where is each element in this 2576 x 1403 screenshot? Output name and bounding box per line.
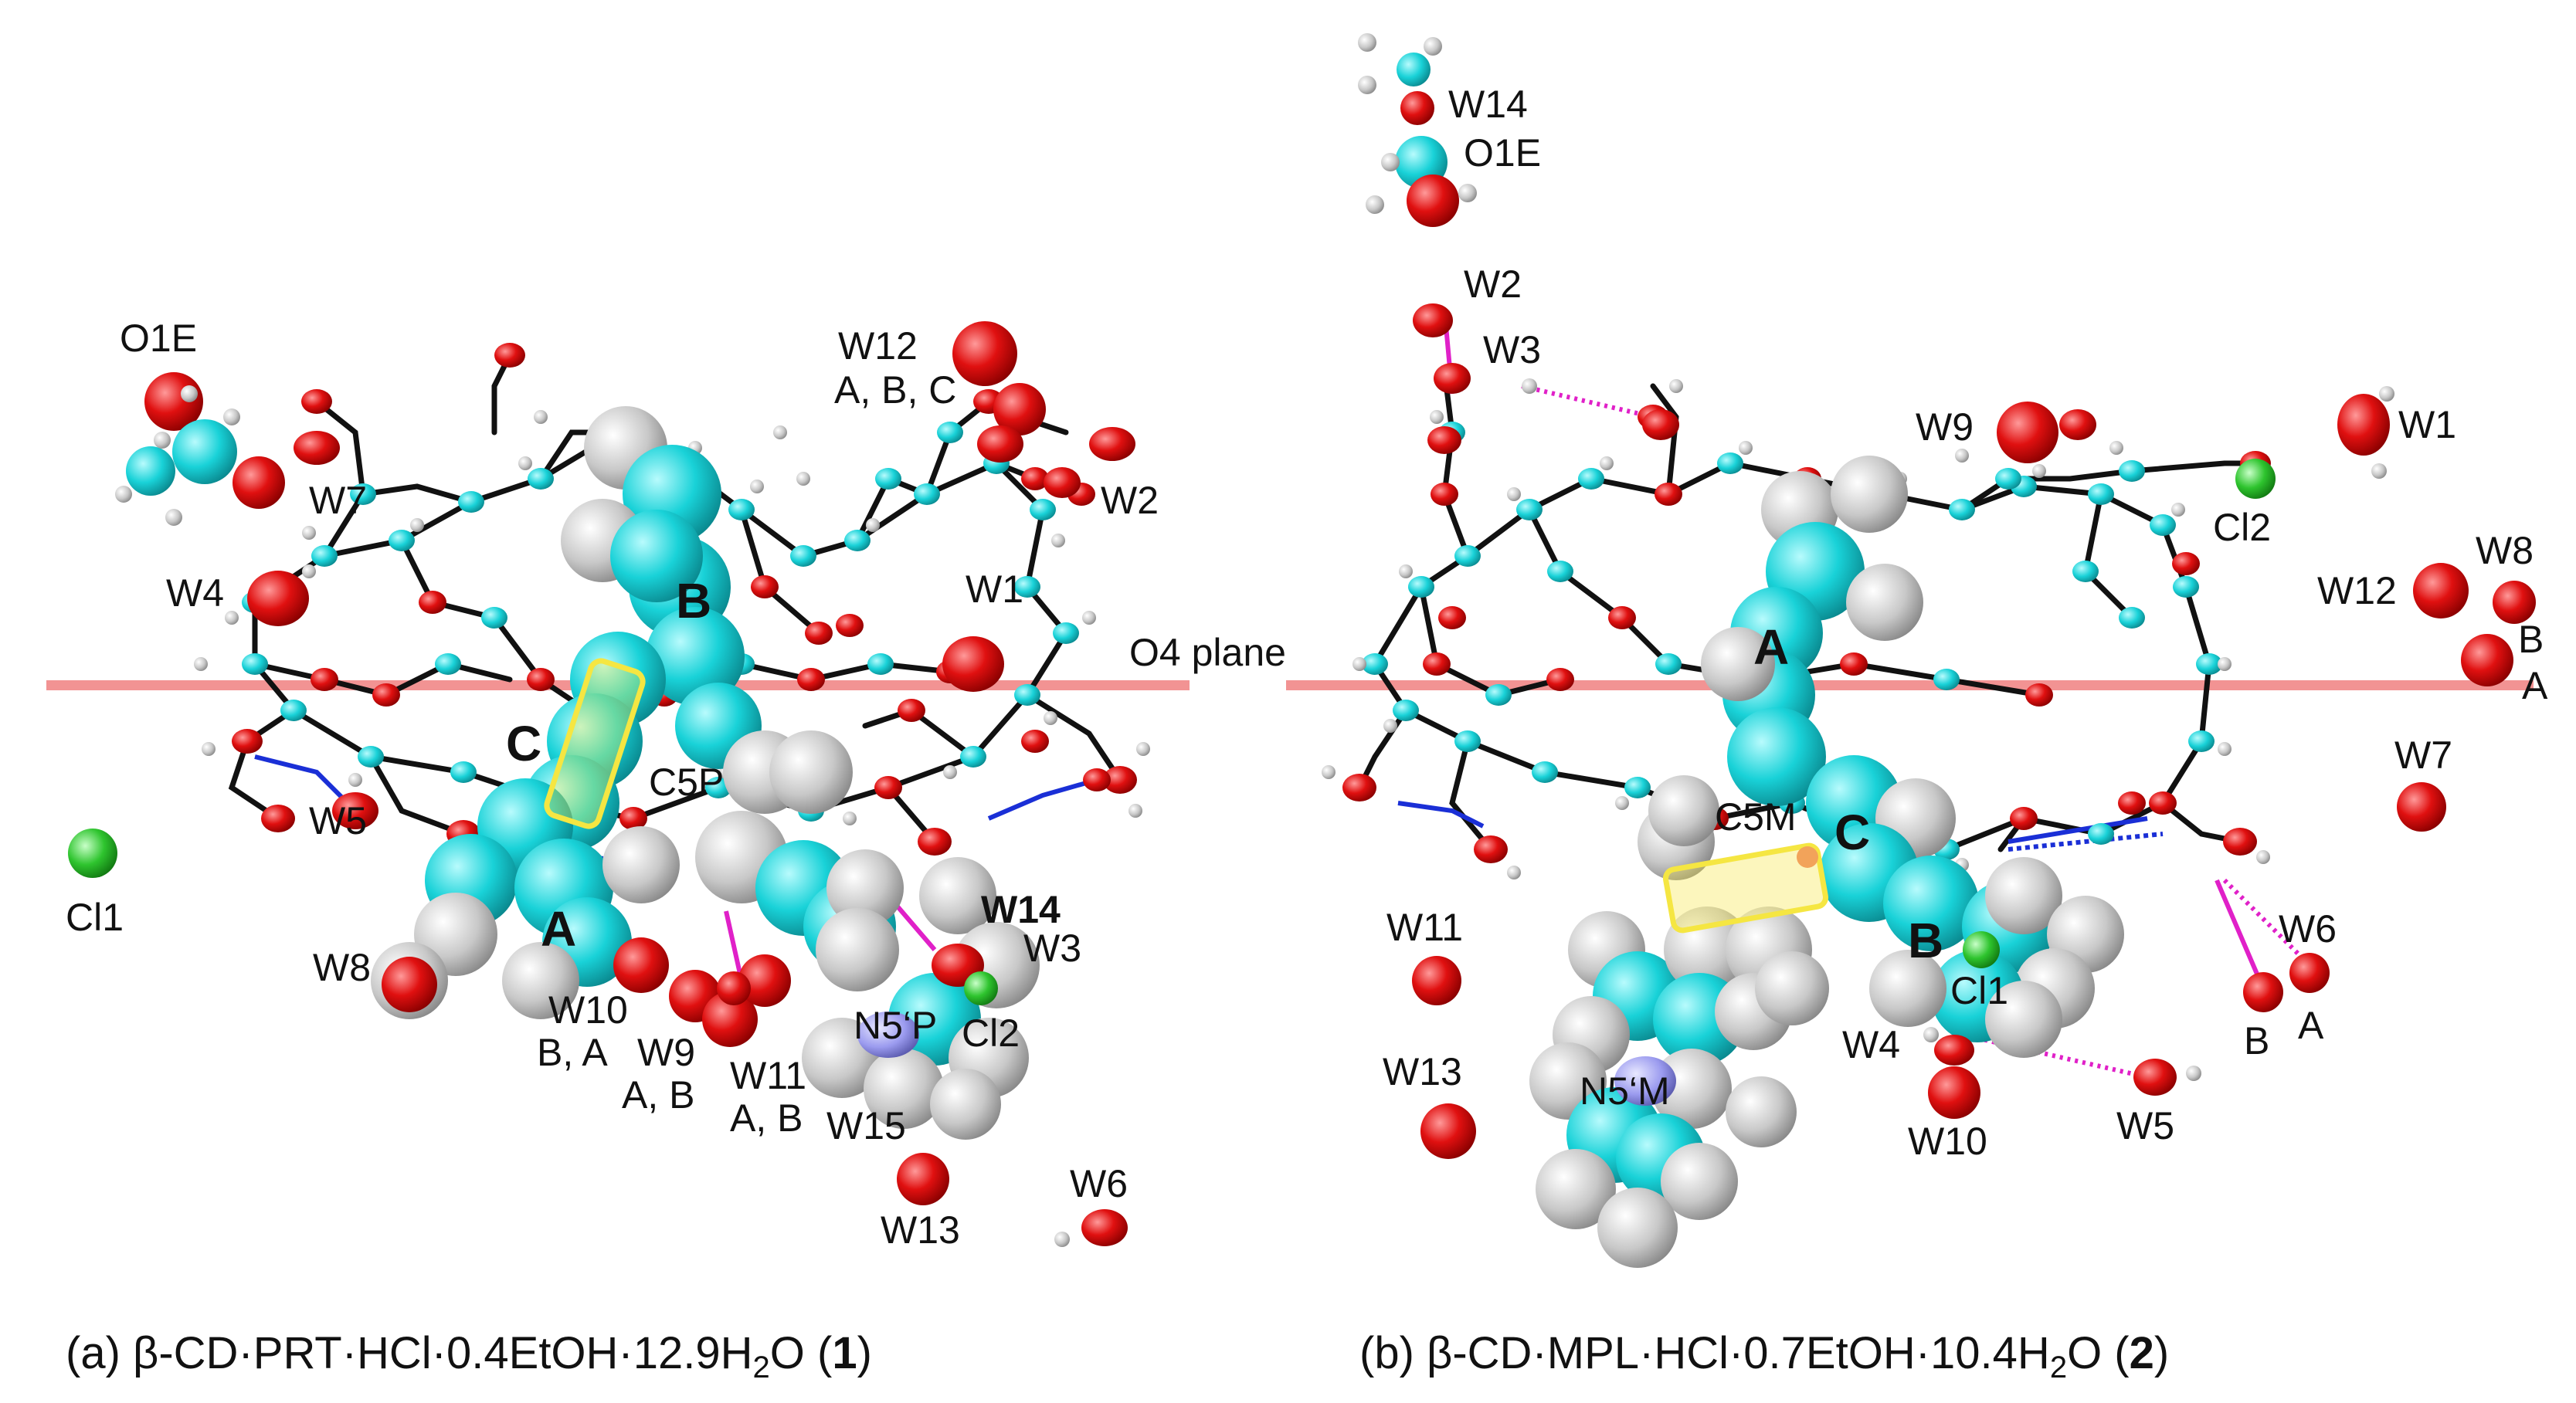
label-o1e-b: O1E bbox=[1464, 131, 1541, 175]
label-o1e-a: O1E bbox=[120, 317, 197, 360]
label-w10-a: W10 bbox=[548, 988, 628, 1032]
framework-atoms-a bbox=[194, 343, 1150, 856]
label-w7-a: W7 bbox=[309, 479, 367, 522]
label-c5m: C5M bbox=[1715, 795, 1797, 839]
label-w8-a: W8 bbox=[313, 946, 371, 989]
label-w13-b: W13 bbox=[1383, 1050, 1462, 1093]
label-w6-a: W6 bbox=[1070, 1162, 1128, 1205]
label-w11-sub-a: A, B bbox=[730, 1096, 803, 1140]
guest-molecule-prt bbox=[371, 406, 1040, 1140]
label-w2-a: W2 bbox=[1101, 479, 1159, 522]
o4-plane-b bbox=[1286, 680, 2534, 690]
label-w13-a: W13 bbox=[881, 1208, 960, 1252]
panel-b: W14 O1E W2 W3 W9 W1 Cl2 W8 W12 B A W7 C5… bbox=[1286, 33, 2548, 1384]
label-w10-sub-a: B, A bbox=[537, 1031, 608, 1074]
label-w9-a: W9 bbox=[637, 1031, 695, 1074]
panel-a: O1E W12 A, B, C W7 W2 W4 W1 O4 plane C5P… bbox=[46, 317, 1286, 1384]
label-w2-b: W2 bbox=[1464, 263, 1522, 306]
waters-ions-a bbox=[68, 321, 1135, 1247]
label-w4-b: W4 bbox=[1842, 1023, 1900, 1066]
label-cl1-b: Cl1 bbox=[1950, 969, 2008, 1012]
label-w11-b: W11 bbox=[1386, 906, 1463, 949]
ring-label-a-b: A bbox=[1753, 619, 1789, 675]
label-o4-plane: O4 plane bbox=[1129, 631, 1286, 674]
ring-label-b-a: B bbox=[676, 573, 711, 629]
ring-label-c-b: C bbox=[1834, 805, 1870, 860]
label-w12-sub-a: A, B, C bbox=[834, 368, 956, 412]
caption-b: (b) β-CD·MPL·HCl·0.7EtOH·10.4H2O (2) bbox=[1359, 1328, 2169, 1384]
label-b-b: B bbox=[2518, 618, 2544, 661]
label-w6-b-sub: B bbox=[2244, 1019, 2269, 1062]
label-w8-b: W8 bbox=[2476, 529, 2534, 572]
label-w3-b: W3 bbox=[1483, 328, 1541, 371]
label-w1-a: W1 bbox=[966, 568, 1023, 611]
label-w10-b: W10 bbox=[1908, 1120, 1987, 1163]
label-cl2-b: Cl2 bbox=[2213, 506, 2271, 549]
label-w6-a-sub: A bbox=[2298, 1004, 2324, 1047]
guest-molecule-mpl bbox=[1529, 456, 2124, 1268]
label-c5p: C5P bbox=[649, 761, 724, 804]
label-w15-a: W15 bbox=[826, 1104, 906, 1147]
label-w12-b: W12 bbox=[2317, 569, 2397, 612]
ring-label-b-b: B bbox=[1908, 913, 1943, 968]
label-w12-a: W12 bbox=[838, 324, 918, 368]
atom-labels-a: O1E W12 A, B, C W7 W2 W4 W1 O4 plane C5P… bbox=[66, 317, 1286, 1252]
label-n5p: N5‘P bbox=[854, 1004, 937, 1047]
label-w5-a: W5 bbox=[309, 799, 367, 842]
caption-a: (a) β-CD·PRT·HCl·0.4EtOH·12.9H2O (1) bbox=[66, 1328, 872, 1384]
highlight-box-a bbox=[544, 658, 646, 829]
ring-label-c-a: C bbox=[506, 716, 541, 771]
label-w5-b: W5 bbox=[2116, 1104, 2174, 1147]
label-w3-a: W3 bbox=[1023, 927, 1081, 970]
label-n5m: N5‘M bbox=[1580, 1069, 1670, 1113]
label-w6-b: W6 bbox=[2279, 907, 2337, 951]
label-w9-sub-a: A, B bbox=[622, 1073, 694, 1117]
label-w7-b: W7 bbox=[2394, 734, 2452, 777]
label-w14-b: W14 bbox=[1448, 83, 1528, 126]
ring-label-a-a: A bbox=[541, 901, 576, 957]
label-cl1-a: Cl1 bbox=[66, 896, 124, 939]
waters-ions-b bbox=[1358, 33, 2536, 1159]
label-w9-b: W9 bbox=[1916, 405, 1974, 449]
label-w1-b: W1 bbox=[2398, 403, 2456, 446]
atom-labels-b: W14 O1E W2 W3 W9 W1 Cl2 W8 W12 B A W7 C5… bbox=[1383, 83, 2548, 1163]
label-w11-a: W11 bbox=[730, 1054, 806, 1097]
label-w14-a: W14 bbox=[981, 888, 1061, 931]
highlight-box-b bbox=[1662, 842, 1829, 934]
label-a-b: A bbox=[2522, 664, 2548, 707]
label-w4-a: W4 bbox=[166, 571, 224, 615]
label-cl2-a: Cl2 bbox=[962, 1012, 1020, 1055]
